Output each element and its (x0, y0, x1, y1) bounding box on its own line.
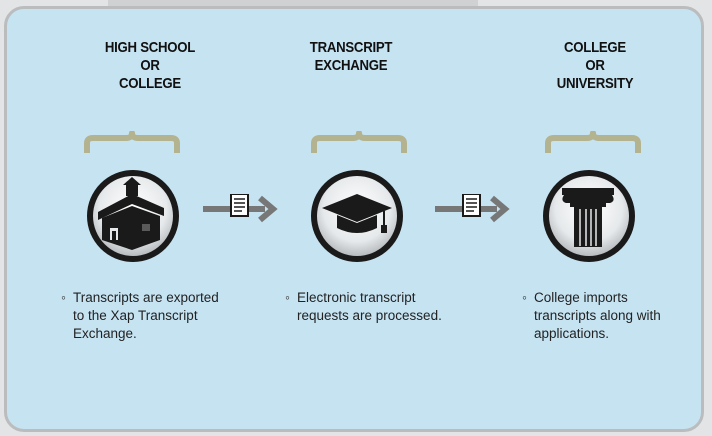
heading-line: UNIVERSITY (556, 75, 634, 92)
heading-line: EXCHANGE (314, 57, 388, 74)
heading-line: COLLEGE (564, 39, 626, 56)
heading-high-school-or-college: HIGH SCHOOL OR COLLEGE (80, 39, 221, 93)
heading-line: TRANSCRIPT (309, 39, 393, 56)
document-arrow-icon (435, 194, 510, 223)
heading-line: COLLEGE (119, 75, 181, 92)
schoolhouse-icon (87, 170, 179, 262)
description-text: College imports transcripts along with a… (534, 290, 661, 341)
curly-brace-icon (545, 131, 641, 153)
step-description: ◦ Electronic transcript requests are pro… (285, 289, 465, 325)
heading-line: OR (585, 57, 605, 74)
bullet: ◦ (61, 290, 66, 305)
bullet: ◦ (285, 290, 290, 305)
heading-line: HIGH SCHOOL (104, 39, 196, 56)
description-text: Electronic transcript requests are proce… (297, 290, 442, 323)
column-icon (543, 170, 635, 262)
graduation-cap-icon (311, 170, 403, 262)
curly-brace-icon (84, 131, 180, 153)
heading-college-or-university: COLLEGE OR UNIVERSITY (525, 39, 666, 93)
step-description: ◦ College imports transcripts along with… (522, 289, 682, 343)
description-text: Transcripts are exported to the Xap Tran… (73, 290, 219, 341)
bullet: ◦ (522, 290, 527, 305)
curly-brace-icon (311, 131, 407, 153)
step-description: ◦ Transcripts are exported to the Xap Tr… (61, 289, 231, 343)
heading-transcript-exchange: TRANSCRIPT EXCHANGE (281, 39, 422, 75)
heading-line: OR (140, 57, 160, 74)
document-arrow-icon (203, 194, 278, 223)
